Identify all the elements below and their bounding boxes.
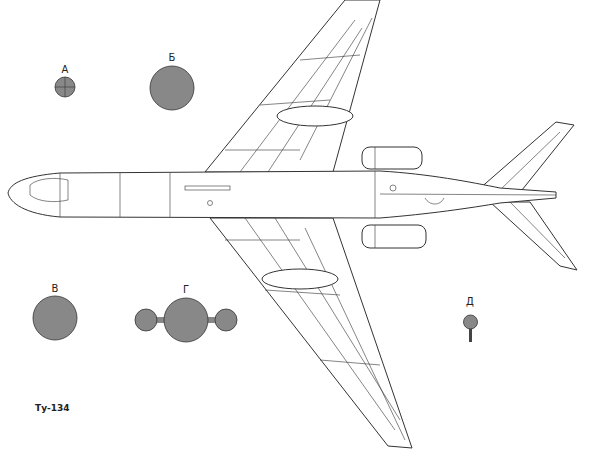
lower-stabilizer [490,202,577,270]
gear-nacelle [277,106,353,126]
engine [362,225,426,248]
section-symbol [215,309,237,331]
section-symbol [135,309,157,331]
section-symbol [164,298,208,342]
lower-wing [210,218,412,448]
section-symbol [33,296,77,340]
fuselage [8,171,556,218]
section-letter: А [62,65,69,75]
engine [362,147,422,169]
section-letter: В [52,284,59,294]
cockpit [30,178,68,201]
caption: Ту-134 [35,403,70,413]
section-symbol [55,77,75,97]
section-letter: Г [183,285,189,295]
section-symbol [150,66,194,110]
gear-nacelle [262,269,338,289]
section-letter: Д [466,297,474,307]
section-symbol [464,315,478,329]
section-letter: Б [169,53,176,63]
upper-wing [205,0,380,172]
